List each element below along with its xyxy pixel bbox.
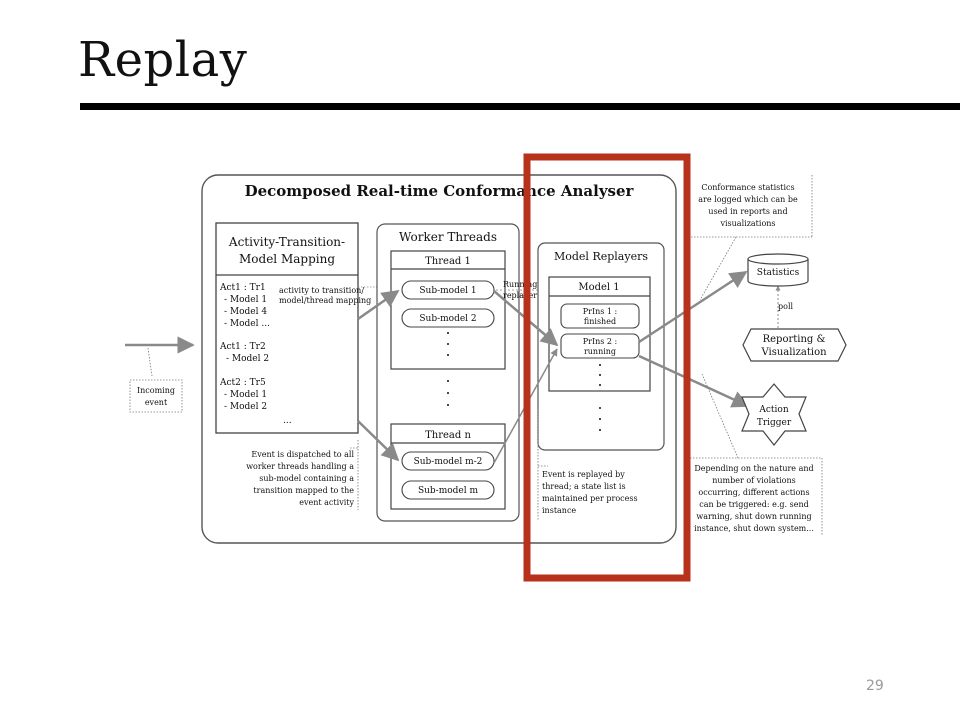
mapping-box: Activity-Transition- Model Mapping Act1 … — [215, 222, 359, 434]
stats-note-line: visualizations — [719, 219, 775, 228]
model-replayers-title: Model Replayers — [554, 250, 648, 263]
sub-model-label: Sub-model 2 — [419, 314, 476, 324]
dispatch-note-line: sub-model containing a — [259, 474, 354, 483]
action-trigger-label: Action — [758, 405, 788, 415]
process-instance-label: PrIns 2 : — [583, 337, 618, 346]
mapping-entry: Act1 : Tr2 — [219, 342, 266, 352]
dispatch-note-line: transition mapped to the — [253, 486, 354, 495]
replay-note: Event is replayed by thread; a state lis… — [537, 410, 638, 520]
mapping-entry: - Model 2 — [226, 354, 269, 364]
dispatch-note-line: worker threads handling a — [246, 462, 354, 471]
action-trigger-label: Trigger — [757, 418, 792, 428]
running-replayers-label: Running — [503, 280, 537, 289]
mapping-ellipsis: ... — [283, 416, 292, 426]
thread-gap-dots — [447, 380, 449, 406]
stats-note-line: are logged which can be — [698, 195, 798, 204]
page-number: 29 — [866, 678, 884, 694]
replay-note-line: Event is replayed by — [542, 470, 625, 479]
analyser-title: Decomposed Real-time Conformance Analyse… — [245, 182, 635, 200]
slide-title: Replay — [78, 32, 248, 88]
flow-arrows — [357, 270, 781, 464]
dispatch-note-line: Event is dispatched to all — [251, 450, 354, 459]
sub-model-m — [401, 480, 495, 500]
replay-note-line: maintained per process — [542, 494, 638, 503]
mapping-arrow-label: activity to transition/ — [279, 286, 364, 295]
reporting-visualization: Reporting & Visualization — [742, 328, 847, 362]
mapping-entry: - Model 1 — [224, 390, 267, 400]
statistics-database: Statistics — [747, 253, 809, 287]
stats-note-line: used in reports and — [708, 207, 787, 216]
mapping-entry: Act1 : Tr1 — [219, 283, 266, 293]
poll-label: poll — [778, 302, 793, 311]
mapping-entry: - Model ... — [224, 319, 270, 329]
reporting-label: Visualization — [760, 347, 827, 358]
replay-note-line: thread; a state list is — [542, 482, 626, 491]
mapping-entry: - Model 2 — [224, 402, 267, 412]
replay-note-line: instance — [542, 506, 576, 515]
model-1-title: Model 1 — [578, 282, 619, 293]
mapping-arrow-label: model/thread mapping — [279, 296, 371, 305]
violations-note-line: instance, shut down system... — [694, 524, 814, 533]
replayer-gap-dots — [599, 407, 601, 431]
sub-model-2 — [401, 308, 495, 328]
violations-note-line: can be triggered: e.g. send — [699, 500, 808, 509]
stats-note: Conformance statistics are logged which … — [687, 175, 813, 301]
violations-note-line: number of violations — [712, 476, 796, 485]
sub-model-label: Sub-model m — [418, 486, 479, 496]
sub-model-1 — [401, 280, 495, 300]
process-instance-1 — [560, 303, 640, 329]
stats-note-line: Conformance statistics — [701, 183, 794, 192]
replay-highlight-frame — [523, 153, 691, 582]
sub-model-label: Sub-model m-2 — [414, 457, 483, 467]
incoming-event: Incoming event — [125, 336, 195, 413]
mapping-entry: - Model 4 — [224, 307, 267, 317]
process-instance-label: PrIns 1 : — [583, 307, 618, 316]
process-instance-2 — [560, 333, 640, 359]
incoming-event-label: Incoming — [137, 386, 175, 395]
mapping-title-line: Activity-Transition- — [228, 235, 345, 249]
process-instance-label: running — [584, 347, 616, 356]
thread-1-box: Thread 1 Sub-model 1 Sub-model 2 — [390, 250, 506, 370]
incoming-event-label: event — [145, 398, 168, 407]
violations-note-line: Depending on the nature and — [694, 464, 813, 473]
worker-threads-title: Worker Threads — [399, 230, 497, 244]
sub-model-label: Sub-model 1 — [419, 286, 476, 296]
statistics-label: Statistics — [757, 268, 800, 278]
thread-n-box: Thread n Sub-model m-2 Sub-model m — [390, 423, 506, 510]
running-replayers-label: replayers — [503, 291, 541, 300]
model-1-box: Model 1 PrIns 1 : finished PrIns 2 : run… — [548, 276, 651, 392]
violations-note-line: warning, shut down running — [696, 512, 811, 521]
mapping-title-line: Model Mapping — [239, 252, 335, 266]
mapping-entry: - Model 1 — [224, 295, 267, 305]
title-underline — [80, 103, 960, 110]
thread-n-title: Thread n — [425, 430, 471, 441]
sub-model-m-2 — [401, 451, 495, 471]
reporting-label: Reporting & — [763, 334, 826, 345]
violations-note-line: occurring, different actions — [698, 488, 809, 497]
dispatch-note: Event is dispatched to all worker thread… — [246, 440, 359, 510]
action-trigger: Action Trigger — [741, 383, 807, 446]
dispatch-note-line: event activity — [299, 498, 354, 507]
mapping-entry: Act2 : Tr5 — [219, 378, 266, 388]
process-instance-label: finished — [584, 317, 616, 326]
thread-1-title: Thread 1 — [425, 256, 471, 267]
